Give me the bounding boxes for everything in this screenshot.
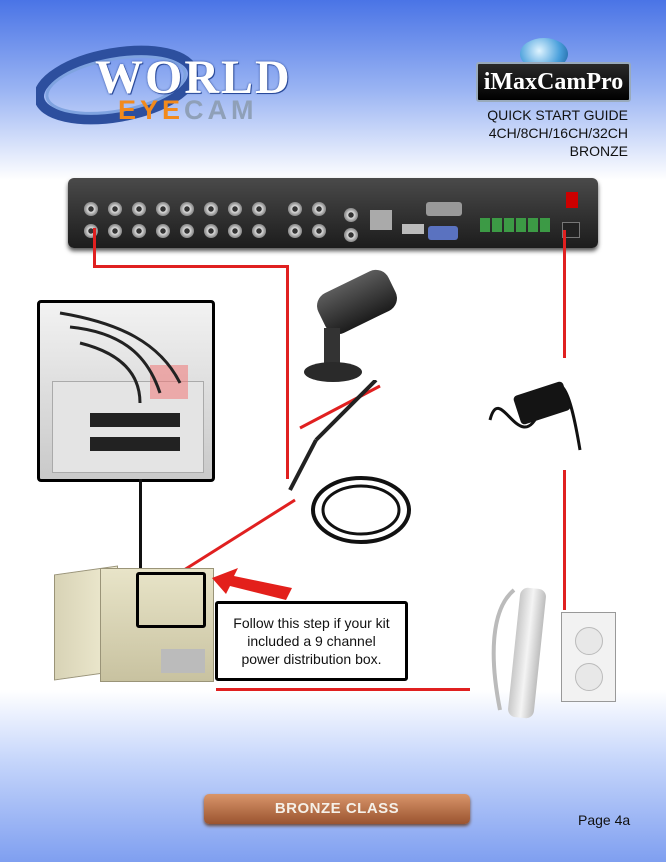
camera-base — [304, 362, 362, 382]
logo-word-world: WORLD — [95, 51, 292, 104]
power-wire — [563, 230, 566, 358]
logo-word-eyecam: EYECAM — [118, 95, 258, 125]
wall-outlet-photo — [561, 612, 616, 702]
step-callout: Follow this step if your kit included a … — [215, 601, 408, 681]
terminal-highlight-box — [136, 572, 206, 628]
camera-wire — [183, 384, 381, 572]
guide-edition: BRONZE — [569, 143, 628, 159]
guide-title: QUICK START GUIDE — [487, 107, 628, 123]
callout-text: Follow this step if your kit included a … — [233, 615, 390, 667]
pdb-wiring-photo — [37, 300, 215, 482]
connector-line — [139, 479, 142, 571]
bnc-cable-coil — [288, 380, 411, 544]
camera-mount — [324, 328, 340, 366]
brand-logo: iMaxCamPro — [476, 62, 631, 102]
surge-cord — [491, 588, 516, 711]
video-wire — [93, 265, 289, 268]
guide-channels: 4CH/8CH/16CH/32CH — [488, 125, 628, 141]
dvr-back-panel — [68, 178, 598, 248]
bronze-class-banner: BRONZE CLASS — [204, 794, 470, 824]
video-wire — [286, 265, 289, 479]
world-eyecam-logo — [36, 45, 199, 125]
video-wire — [93, 228, 96, 268]
outlet-wire — [216, 688, 470, 691]
power-wire — [563, 470, 566, 610]
arrow-icon — [212, 568, 292, 600]
page-number: Page 4a — [578, 812, 631, 828]
